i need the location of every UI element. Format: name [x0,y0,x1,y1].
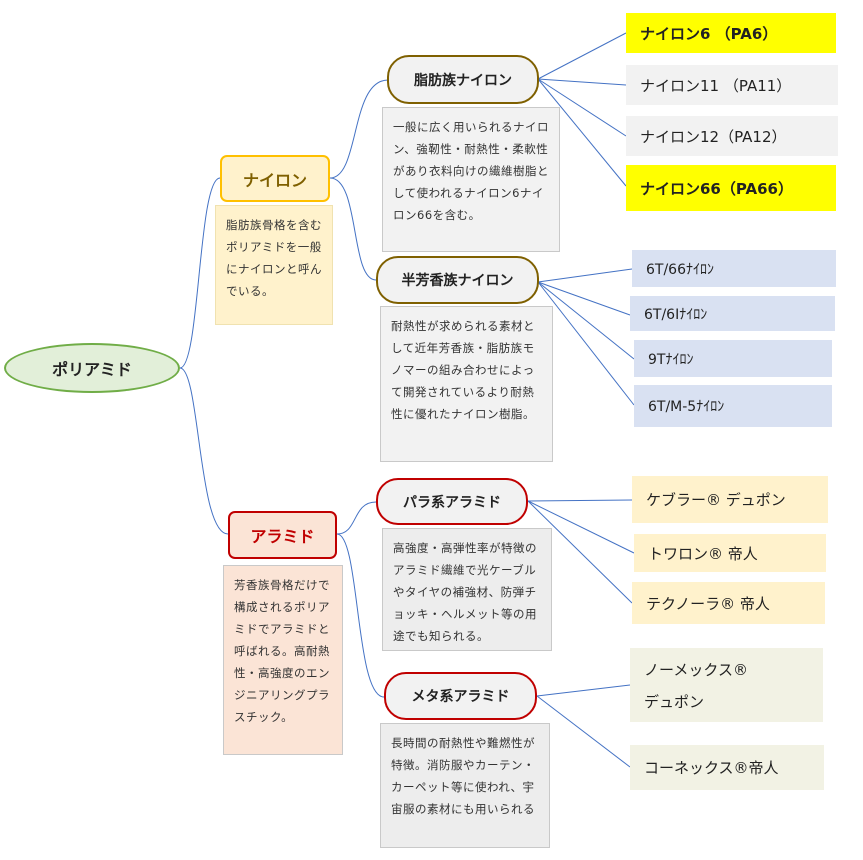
leaf-nomex: ノーメックス® デュポン [630,648,823,722]
sub-meta-aramid-label: メタ系アラミド [411,689,510,705]
category-aramid-label: アラミド [250,527,315,546]
aramid-note: 芳香族骨格だけで構成されるポリアミドでアラミドと呼ばれる。高耐熱性・高強度のエン… [223,565,343,755]
aliphatic-nylon-note: 一般に広く用いられるナイロン、強靭性・耐熱性・柔軟性があり衣料向けの繊維樹脂とし… [382,107,560,252]
meta-aramid-note: 長時間の耐熱性や難燃性が特徴。消防服やカーテン・カーペット等に使われ、宇宙服の素… [380,723,550,848]
leaf-6t-m5-nylon: 6T/M-5ﾅｲﾛﾝ [634,385,832,427]
leaf-twaron: トワロン® 帝人 [634,534,826,572]
leaf-nylon11: ナイロン11 （PA11） [626,65,838,105]
para-aramid-note: 高強度・高弾性率が特徴のアラミド繊維で光ケーブルやタイヤの補強材、防弾チョッキ・… [382,528,552,651]
leaf-kevlar: ケブラー® デュポン [632,476,828,523]
leaf-nylon12: ナイロン12（PA12） [626,116,838,156]
leaf-9t-nylon: 9Tﾅｲﾛﾝ [634,340,832,377]
sub-para-aramid-label: パラ系アラミド [403,494,501,511]
root-node-polyamide: ポリアミド [4,343,180,393]
semi-aromatic-nylon-note: 耐熱性が求められる素材として近年芳香族・脂肪族モノマーの組み合わせによって開発さ… [380,306,553,462]
sub-meta-aramid: メタ系アラミド [384,672,537,720]
sub-para-aramid: パラ系アラミド [376,478,528,525]
root-label: ポリアミド [52,360,132,379]
category-nylon: ナイロン [220,155,330,202]
category-nylon-label: ナイロン [242,170,307,190]
leaf-technora: テクノーラ® 帝人 [632,582,825,624]
leaf-conex: コーネックス®帝人 [630,745,824,790]
category-aramid: アラミド [228,511,337,559]
leaf-nylon6: ナイロン6 （PA6） [626,13,836,53]
leaf-6t-66-nylon: 6T/66ﾅｲﾛﾝ [632,250,836,287]
nylon-note: 脂肪族骨格を含むポリアミドを一般にナイロンと呼んでいる。 [215,205,333,325]
leaf-6t-6i-nylon: 6T/6Iﾅｲﾛﾝ [630,296,835,331]
sub-semi-aromatic-nylon: 半芳香族ナイロン [376,256,539,304]
leaf-nylon66: ナイロン66（PA66） [626,165,836,211]
sub-aliphatic-nylon: 脂肪族ナイロン [387,55,539,104]
sub-aliphatic-nylon-label: 脂肪族ナイロン [414,72,512,89]
sub-semi-aromatic-nylon-label: 半芳香族ナイロン [401,273,514,289]
